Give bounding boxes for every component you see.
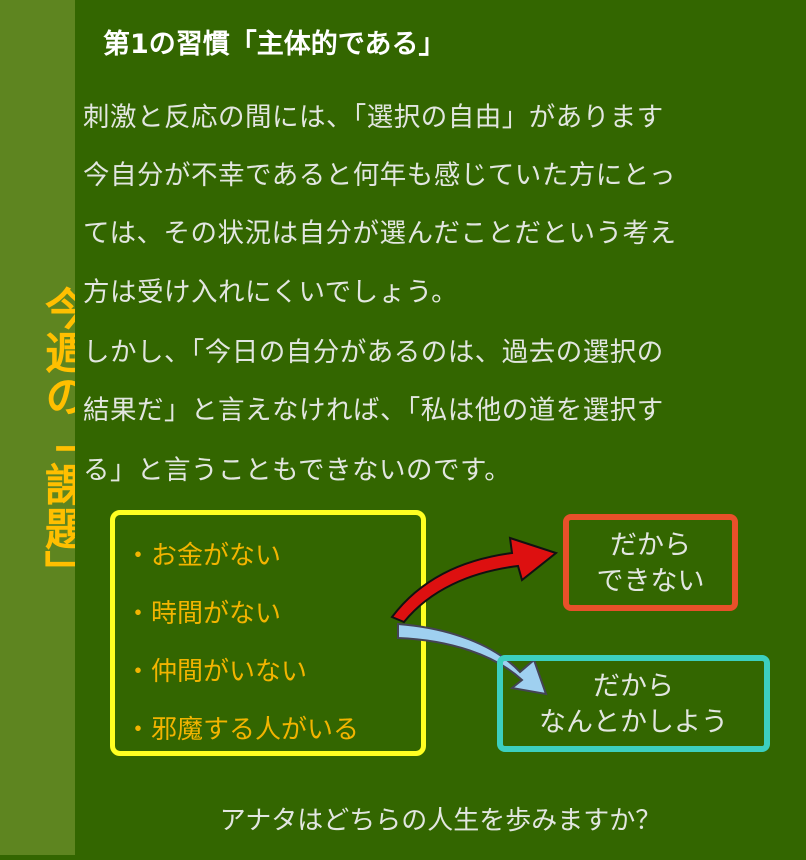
excuse-item: ・仲間がいない (125, 657, 308, 687)
positive-line1: だから (593, 671, 674, 702)
body-line: る」と言うこともできないのです。 (83, 455, 512, 486)
negative-line2: できない (596, 566, 705, 597)
excuse-item: ・時間がない (125, 599, 282, 629)
main-panel: 第1の習慣「主体的である」 刺激と反応の間には、「選択の自由」があります 今自分… (75, 0, 806, 855)
body-line: 刺激と反応の間には、「選択の自由」があります (83, 102, 664, 133)
blue-arrow-icon (397, 622, 548, 696)
page-title: 第1の習慣「主体的である」 (103, 29, 446, 60)
negative-box: だからできない (563, 514, 738, 611)
excuse-item: ・お金がない (125, 541, 282, 571)
body-line: 方は受け入れにくいでしょう。 (83, 277, 459, 308)
question-text: アナタはどちらの人生を歩みますか？ (219, 806, 662, 836)
body-line: 今自分が不幸であると何年も感じていた方にとっ (83, 160, 676, 191)
excuse-item: ・邪魔する人がいる (125, 715, 360, 745)
positive-line2: なんとかしよう (539, 707, 728, 738)
negative-line1: だから (610, 530, 691, 561)
body-line: しかし、「今日の自分があるのは、過去の選択の (83, 337, 664, 368)
red-arrow-icon (390, 536, 559, 624)
body-line: ては、その状況は自分が選んだことだという考え (83, 218, 677, 249)
positive-box: だからなんとかしよう (497, 655, 770, 752)
body-line: 結果だ」と言えなければ、「私は他の道を選択す (83, 395, 664, 426)
